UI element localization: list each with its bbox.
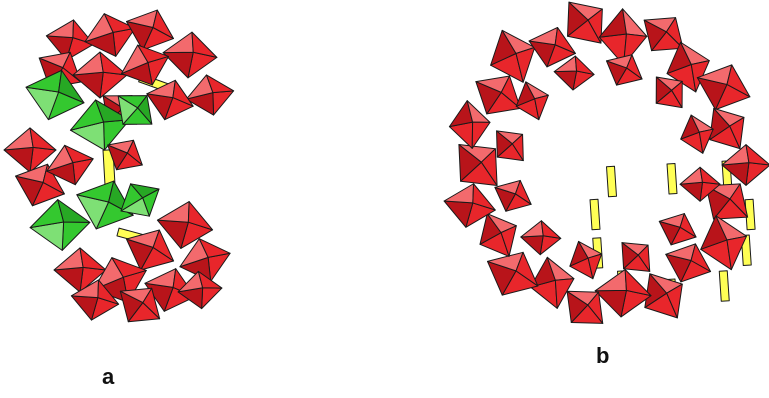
octahedron — [623, 9, 647, 37]
panel-label-a: a — [102, 364, 114, 390]
octahedron — [113, 28, 135, 56]
octahedron — [4, 147, 33, 172]
linker-bar — [590, 199, 600, 230]
octahedron — [554, 71, 576, 90]
linker-bar — [719, 271, 729, 302]
structure-side-view — [0, 0, 260, 340]
octahedron — [700, 167, 720, 184]
octahedron — [575, 56, 594, 74]
octahedron — [521, 221, 543, 237]
polyhedra-side-view-figure — [0, 0, 260, 340]
structure-top-view — [440, 0, 769, 340]
tetrahedron — [62, 222, 90, 250]
octahedron — [4, 128, 33, 150]
panel-label-b: b — [596, 343, 609, 369]
linker-bar — [667, 163, 677, 194]
linker-bar — [607, 166, 617, 197]
octahedron — [521, 236, 543, 255]
octahedron — [100, 72, 127, 98]
octahedron — [202, 288, 222, 309]
octahedron — [472, 122, 490, 148]
octahedron — [444, 184, 473, 203]
octahedron — [680, 167, 702, 184]
octahedron — [73, 159, 93, 185]
polyhedra-ring-top-view-figure — [440, 0, 769, 340]
octahedron — [30, 128, 56, 150]
octahedron — [746, 163, 769, 186]
octahedron — [746, 145, 769, 165]
octahedron — [595, 270, 626, 291]
octahedron — [599, 9, 626, 37]
octahedron — [73, 52, 103, 75]
octahedron — [46, 20, 73, 38]
octahedron — [213, 91, 234, 115]
octahedron — [208, 253, 230, 281]
octahedron — [541, 221, 560, 239]
octahedron — [54, 248, 83, 270]
octahedron — [54, 267, 83, 292]
octahedron — [540, 236, 561, 255]
octahedron — [80, 248, 106, 270]
octahedron — [680, 182, 702, 201]
octahedron — [157, 202, 189, 223]
